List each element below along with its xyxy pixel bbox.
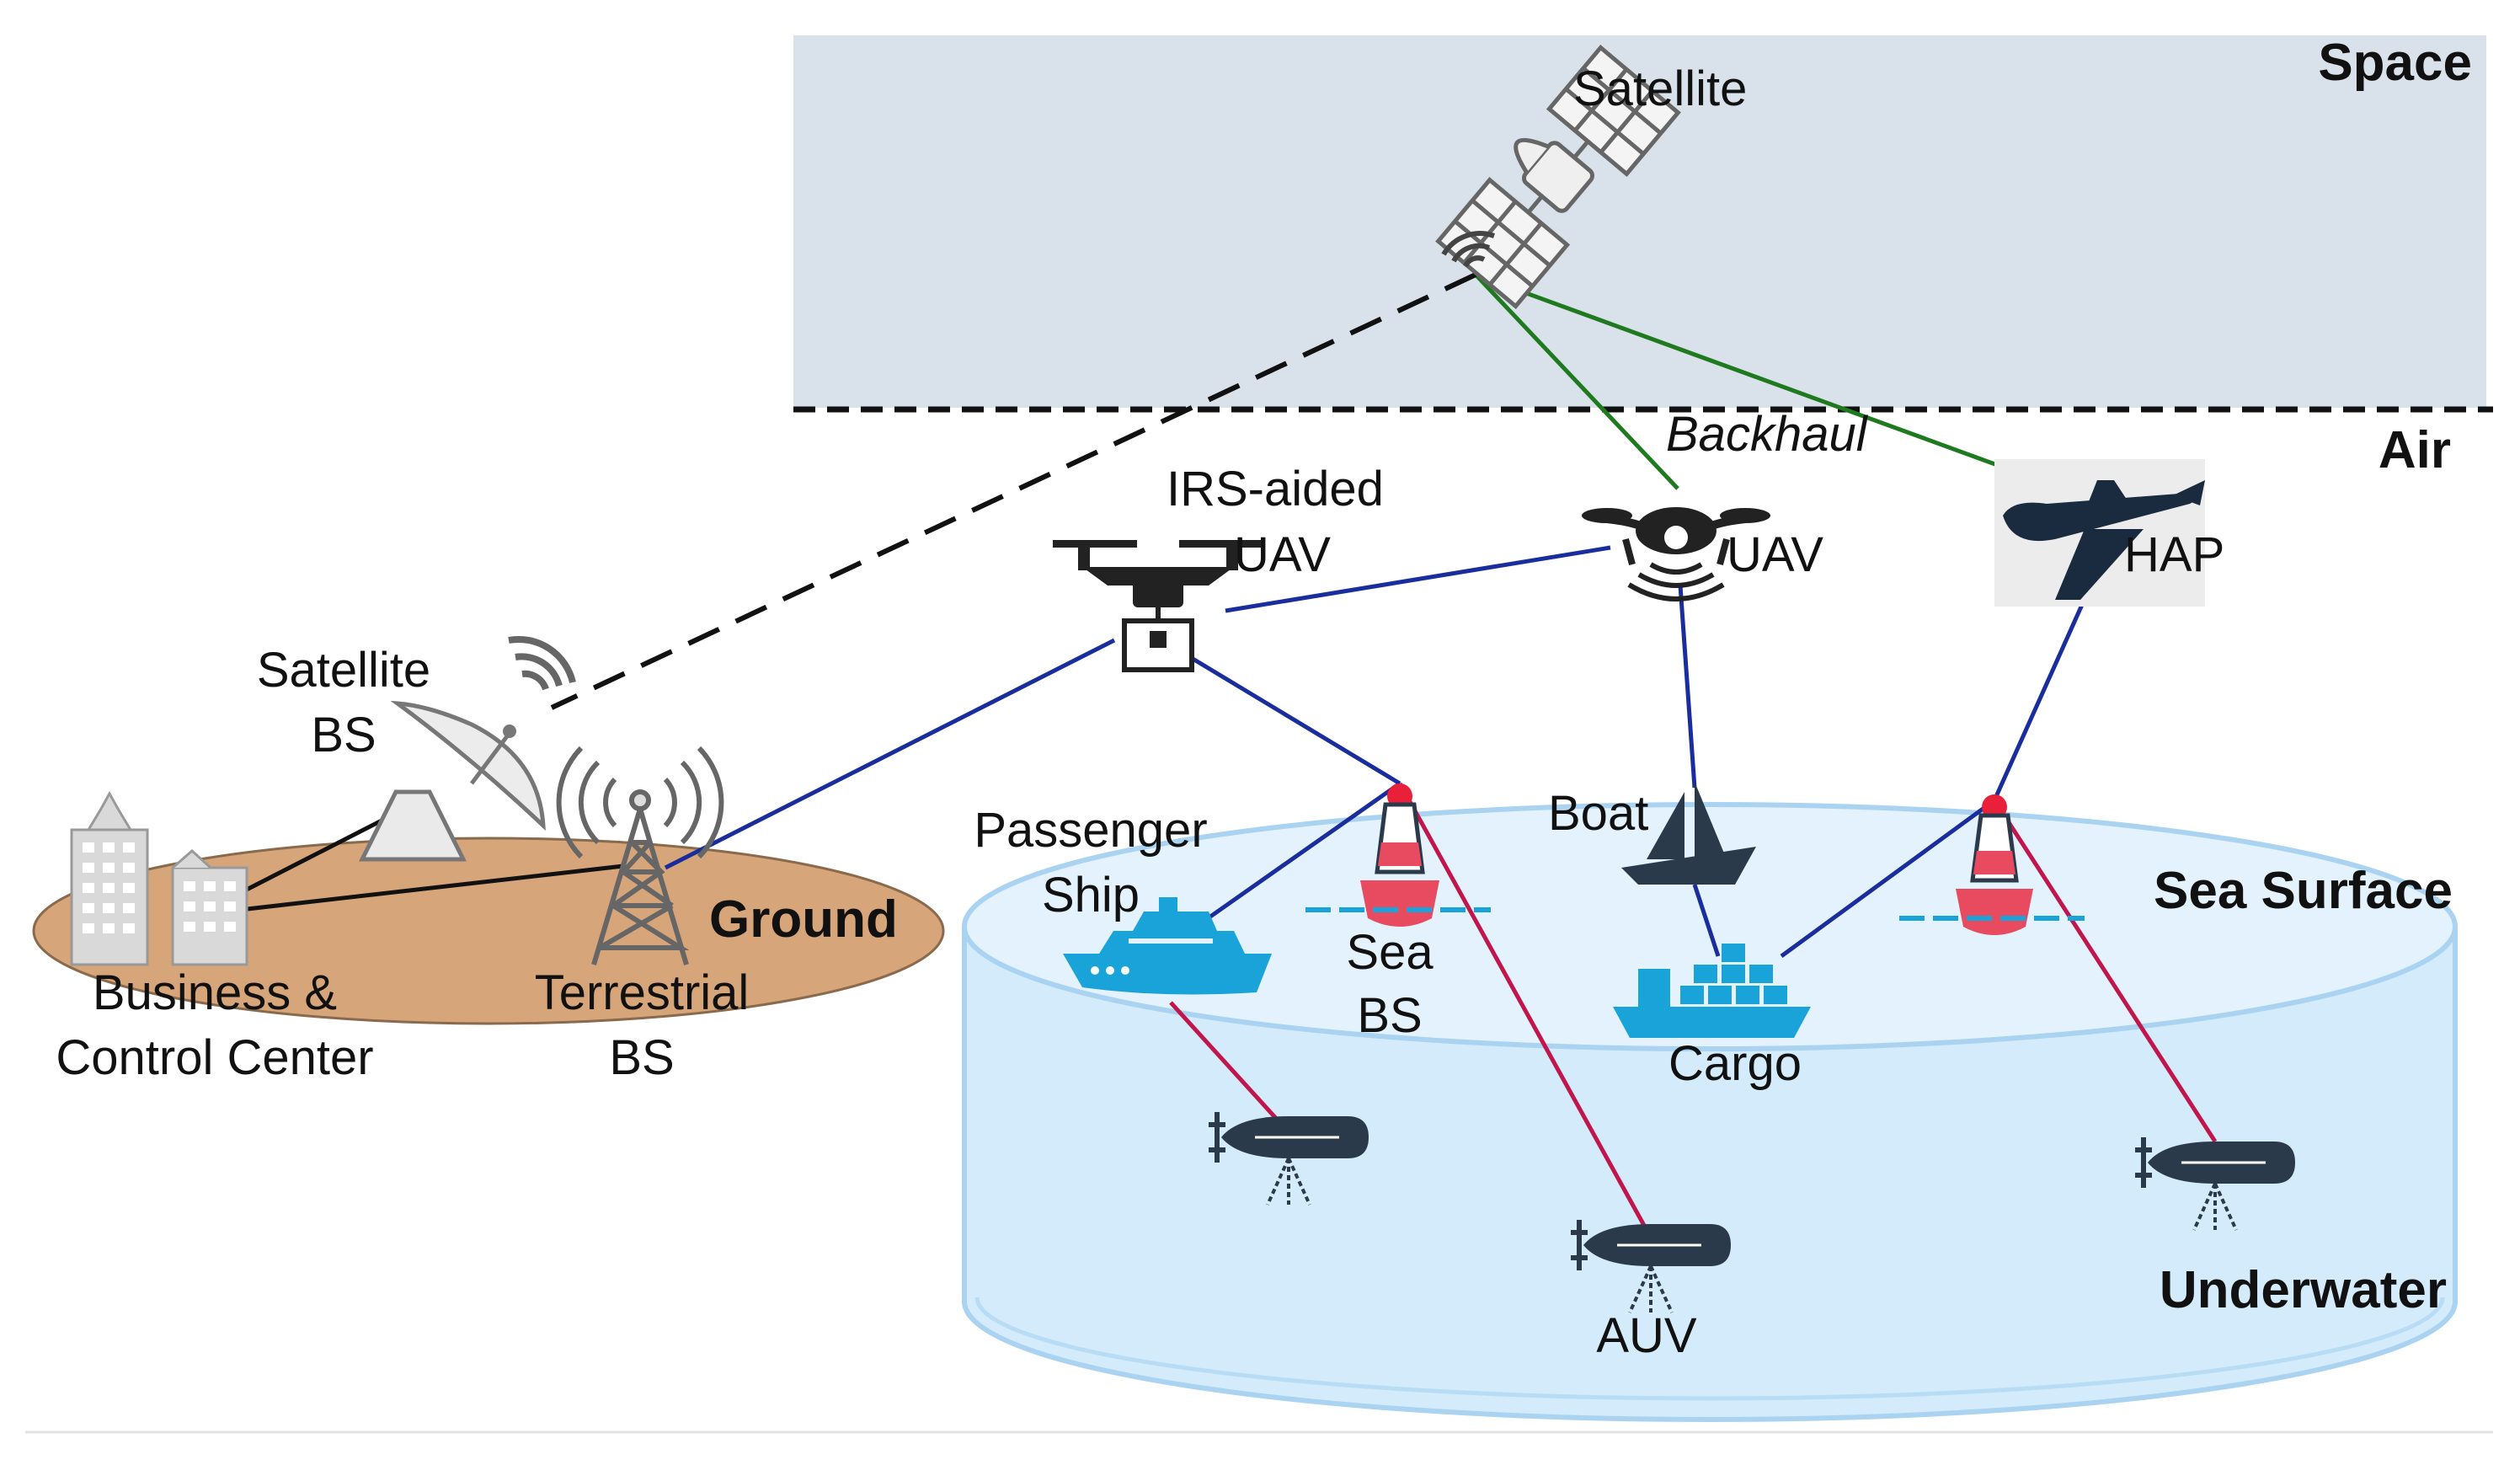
sea-bs-buoy-icon <box>1305 783 1491 927</box>
business-to-terrestrial-bs-link <box>239 863 624 912</box>
terrestrial-bs-tower-icon <box>556 746 724 965</box>
boat-label: Boat <box>1548 786 1648 841</box>
buoy-to-auv-link <box>1992 799 2218 1143</box>
satellite-to-uav-link <box>1474 273 1679 490</box>
buoy-to-cargo-link <box>1780 798 1996 959</box>
satellite-to-hap-link <box>1475 272 2081 498</box>
cargo-label: Cargo <box>1668 1036 1802 1091</box>
space-label: Space <box>2318 34 2472 92</box>
auv-icon-1 <box>1209 1112 1369 1206</box>
boat-to-cargo-link <box>1692 884 1721 957</box>
sea-surface-label: Sea Surface <box>2154 862 2453 920</box>
satellite-label: Satellite <box>1573 61 1747 116</box>
sea-bs-to-ship-link <box>1194 781 1401 929</box>
sea-bs-label-line2: BS <box>1357 988 1422 1043</box>
business-label-line1: Business & <box>93 965 337 1020</box>
buoy-icon <box>1899 794 2085 935</box>
terrestrial-bs-label-line1: Terrestrial <box>535 965 750 1020</box>
satellite-signal-icon <box>1441 231 1496 268</box>
business-label-line2: Control Center <box>56 1030 373 1085</box>
irs-uav-icon <box>1053 540 1263 672</box>
backhaul-label: Backhaul <box>1666 407 1869 462</box>
satellite-bs-dish-icon <box>358 635 576 862</box>
ground-label: Ground <box>709 890 898 949</box>
irs-uav-to-sea-bs-link <box>1167 642 1401 786</box>
business-buildings-icon <box>70 790 248 966</box>
hap-icon <box>1994 459 2205 607</box>
uav-icon <box>1582 507 1770 602</box>
irs-uav-label-line2: UAV <box>1234 527 1331 582</box>
sea-bs-to-auv-link <box>1397 782 1649 1232</box>
irs-uav-to-uav-link <box>1225 545 1611 613</box>
hap-to-buoy-link <box>1992 588 2091 802</box>
satellite-bs-label-line1: Satellite <box>257 643 430 698</box>
satellite-bs-label-line2: BS <box>311 708 376 762</box>
uav-to-boat-link <box>1678 585 1697 789</box>
passenger-ship-icon <box>1063 897 1272 995</box>
satellite-to-satellite-bs-link <box>550 272 1477 710</box>
satellite-icon <box>1435 45 1681 309</box>
cargo-ship-icon <box>1613 944 1811 1038</box>
hap-label: HAP <box>2124 527 2224 582</box>
uav-label: UAV <box>1727 527 1823 582</box>
sea-region <box>962 802 2458 1422</box>
irs-uav-label-line1: IRS-aided <box>1167 462 1384 516</box>
auv-label: AUV <box>1596 1308 1697 1363</box>
auv-icon-3 <box>2135 1137 2295 1231</box>
air-label: Air <box>2379 421 2451 479</box>
irs-uav-to-terrestrial-bs-link <box>664 638 1116 870</box>
boat-icon <box>1621 782 1756 885</box>
terrestrial-bs-label-line2: BS <box>609 1030 674 1085</box>
passenger-ship-label-line2: Ship <box>1042 868 1140 922</box>
underwater-label: Underwater <box>2160 1261 2447 1319</box>
auv-icon-2 <box>1571 1220 1731 1313</box>
passenger-ship-label-line1: Passenger <box>974 803 1207 858</box>
sea-bs-label-line1: Sea <box>1346 925 1434 980</box>
